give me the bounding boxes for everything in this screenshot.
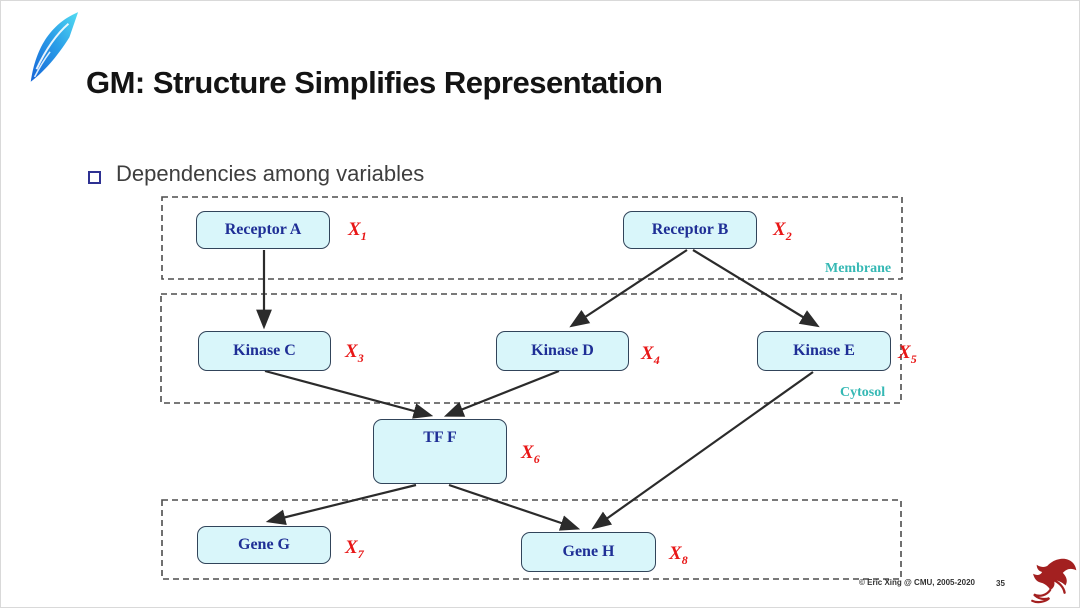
cytosol-label: Cytosol — [840, 385, 886, 400]
node-receptor-b: Receptor B — [623, 211, 757, 249]
node-kinase-e-label: Kinase E — [793, 342, 855, 359]
cytosol-compartment-box — [160, 293, 902, 404]
blue-swoosh-logo-icon — [30, 12, 79, 82]
node-tf-f: TF F — [373, 419, 507, 484]
node-gene-g: Gene G — [197, 526, 331, 564]
var-label-x8: X8 — [669, 543, 688, 567]
footer-copyright: © Eric Xing @ CMU, 2005-2020 — [859, 578, 975, 587]
node-kinase-d-label: Kinase D — [531, 342, 594, 359]
red-dragon-logo-icon — [1031, 558, 1077, 604]
bullet-text: Dependencies among variables — [116, 161, 425, 186]
node-kinase-d: Kinase D — [496, 331, 629, 371]
node-tf-f-label: TF F — [423, 429, 457, 446]
node-receptor-b-label: Receptor B — [651, 221, 729, 238]
edge-tfF-geneG — [265, 483, 417, 526]
page-title: GM: Structure Simplifies Representation — [86, 65, 663, 100]
var-label-x2: X2 — [773, 219, 792, 243]
node-receptor-a: Receptor A — [196, 211, 330, 249]
membrane-compartment-box — [161, 196, 903, 280]
edge-receptorB-kinaseE — [692, 249, 820, 328]
node-gene-g-label: Gene G — [238, 536, 290, 553]
var-label-x6: X6 — [521, 442, 540, 466]
node-gene-h-label: Gene H — [562, 543, 615, 560]
node-receptor-a-label: Receptor A — [224, 221, 302, 238]
var-label-x4: X4 — [641, 343, 660, 367]
edge-kinaseE-geneH — [591, 371, 814, 530]
node-kinase-e: Kinase E — [757, 331, 891, 371]
bullet-square-icon — [88, 171, 101, 184]
var-label-x3: X3 — [345, 341, 364, 365]
footer-page-number: 35 — [996, 579, 1005, 588]
node-kinase-c-label: Kinase C — [233, 342, 296, 359]
edge-receptorB-kinaseD — [569, 249, 688, 328]
var-label-x1: X1 — [348, 219, 367, 243]
edge-kinaseC-tfF — [264, 369, 434, 419]
edge-kinaseD-tfF — [443, 369, 560, 417]
edge-tfF-geneH — [448, 483, 581, 531]
var-label-x7: X7 — [345, 537, 364, 561]
membrane-label: Membrane — [825, 261, 892, 276]
node-kinase-c: Kinase C — [198, 331, 331, 371]
var-label-x5: X5 — [898, 342, 917, 366]
node-gene-h: Gene H — [521, 532, 656, 572]
